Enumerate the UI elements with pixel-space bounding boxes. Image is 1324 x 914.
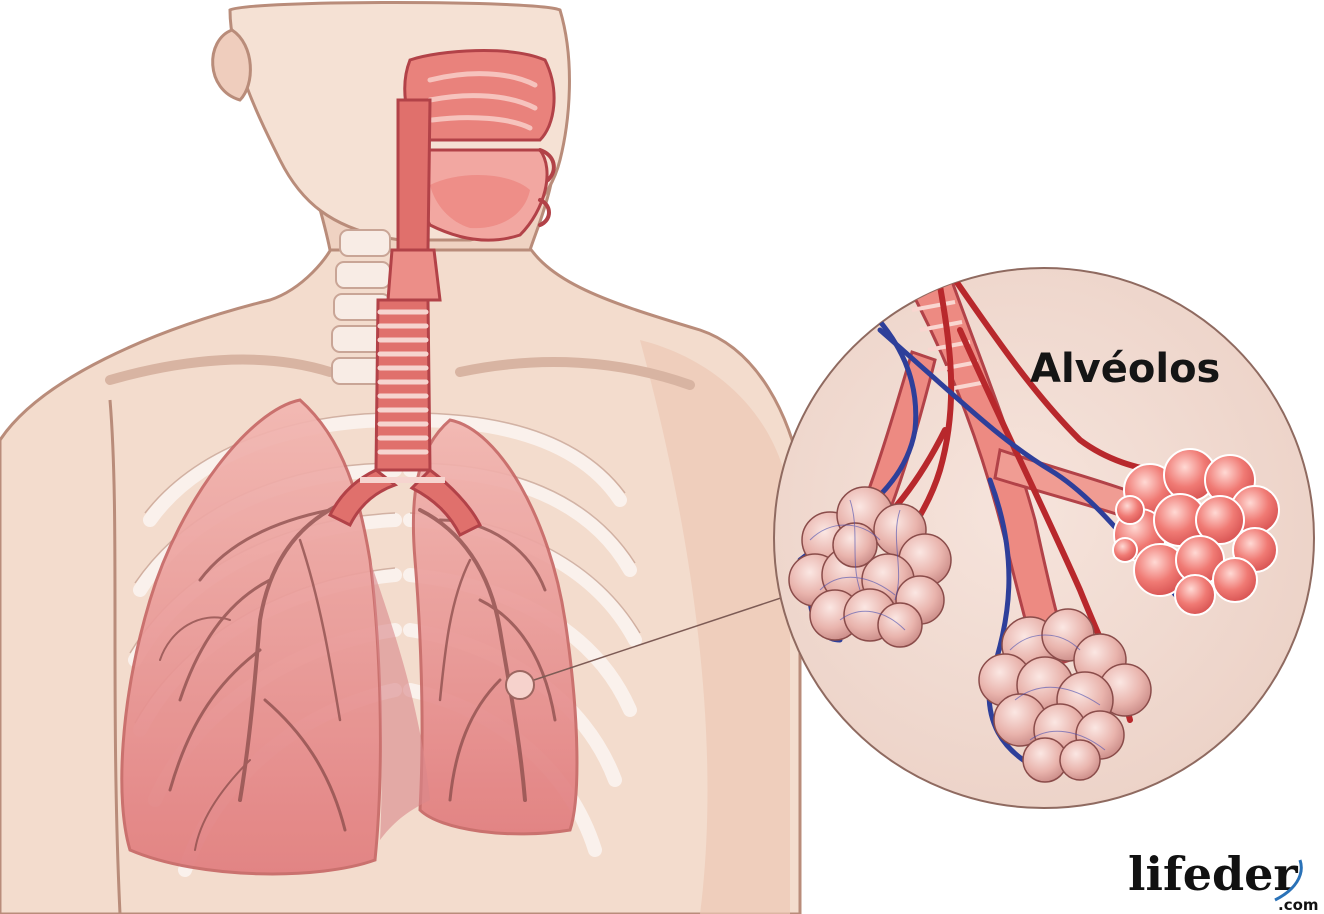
trachea — [376, 300, 430, 470]
logo-suffix: .com — [1278, 896, 1319, 914]
larynx — [388, 250, 440, 300]
lifeder-logo: lifeder .com — [1128, 847, 1319, 914]
logo-text: lifeder — [1128, 847, 1298, 901]
alveolos-label: Alvéolos — [1030, 346, 1220, 392]
alveoli-inset — [774, 258, 1314, 808]
zoom-marker — [506, 671, 534, 699]
